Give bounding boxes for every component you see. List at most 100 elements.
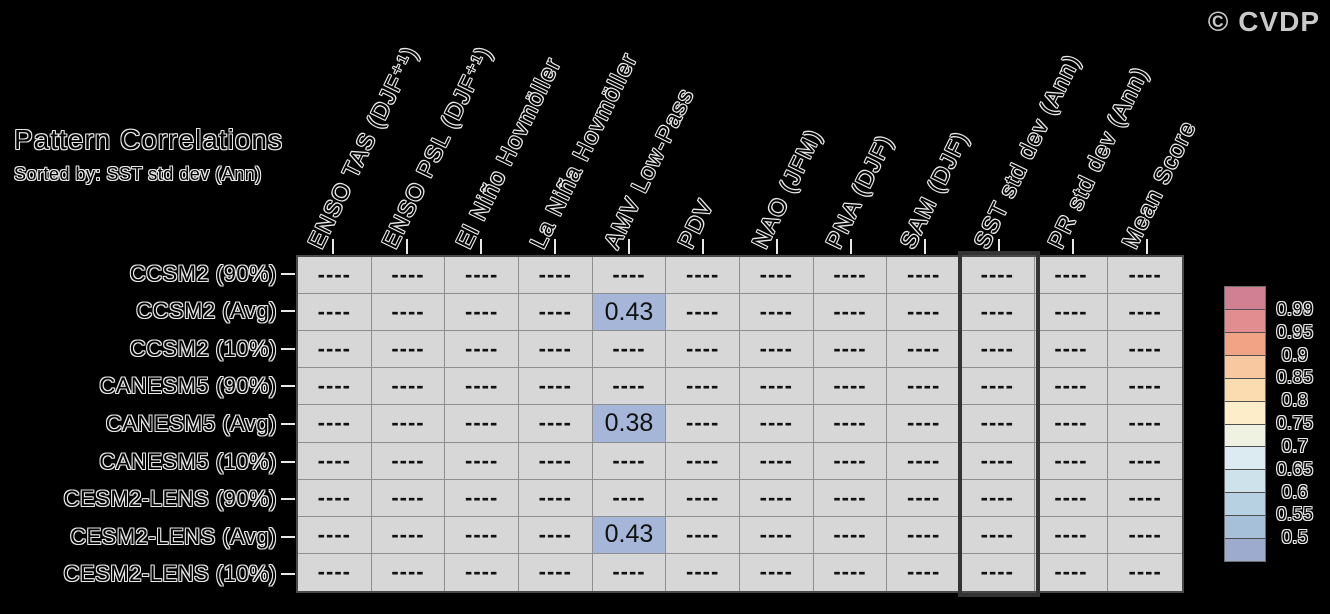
table-cell: ----	[739, 516, 814, 554]
table-cell: ----	[666, 368, 740, 406]
table-cell: ----	[445, 479, 519, 517]
value-cell: 0.43	[592, 294, 667, 332]
table-cell: ----	[592, 553, 667, 591]
table-cell: ----	[666, 516, 740, 554]
table-cell: ----	[960, 479, 1035, 517]
table-cell: ----	[298, 553, 372, 591]
table-cell: ----	[445, 331, 519, 369]
row-tick	[281, 423, 295, 425]
table-cell: ----	[739, 331, 814, 369]
table-cell: ----	[298, 442, 372, 480]
legend-tick-label: 0.75	[1276, 413, 1314, 433]
table-cell: ----	[1034, 553, 1109, 591]
column-tick	[702, 239, 704, 254]
legend-color-segment	[1225, 470, 1265, 494]
table-cell: ----	[1034, 331, 1109, 369]
table-cell: ----	[666, 405, 740, 443]
table-cell: ----	[1034, 368, 1109, 406]
table-cell: ----	[1108, 442, 1182, 480]
column-header: SAM (DJF)	[894, 126, 974, 253]
row-label: CANESM5 (Avg)	[105, 411, 277, 436]
legend-color-segment	[1225, 401, 1265, 425]
row-label: CCSM2 (90%)	[129, 260, 277, 286]
table-cell: ----	[813, 405, 888, 443]
table-cell: ----	[960, 294, 1035, 332]
row-label: CANESM5 (10%)	[99, 448, 277, 474]
legend-tick-label: 0.7	[1281, 435, 1309, 456]
table-cell: ----	[813, 331, 888, 369]
table-cell: ----	[518, 442, 593, 480]
table-cell: ----	[371, 331, 446, 369]
table-cell: ----	[445, 553, 519, 591]
table-cell: ----	[1034, 294, 1109, 332]
table-cell: ----	[1034, 479, 1109, 517]
table-cell: ----	[298, 294, 372, 332]
row-tick	[281, 498, 295, 501]
column-tick	[554, 239, 556, 254]
table-cell: ----	[813, 294, 888, 332]
legend-tick-label: 0.65	[1276, 458, 1314, 479]
table-cell: ----	[887, 405, 961, 443]
table-cell: ----	[371, 442, 446, 480]
table-cell: ----	[592, 479, 667, 517]
table-cell: ----	[666, 257, 740, 295]
table-cell: ----	[887, 294, 961, 332]
table-cell: ----	[887, 479, 961, 517]
column-tick	[628, 239, 630, 254]
table-cell: ----	[445, 442, 519, 480]
column-tick	[998, 239, 1000, 254]
table-cell: ----	[298, 257, 372, 295]
colorbar-legend	[1224, 286, 1266, 562]
value-cell: 0.43	[592, 516, 667, 554]
table-cell: ----	[371, 553, 446, 591]
table-cell: ----	[592, 257, 667, 295]
table-cell: ----	[739, 442, 814, 480]
table-cell: ----	[445, 405, 519, 443]
legend-color-segment	[1225, 378, 1265, 402]
table-cell: ----	[739, 405, 814, 443]
legend-color-segment	[1225, 447, 1265, 471]
table-cell: ----	[813, 553, 888, 591]
row-tick	[281, 573, 295, 576]
row-tick	[281, 347, 295, 350]
column-tick	[850, 239, 852, 254]
table-cell: ----	[887, 368, 961, 406]
table-cell: ----	[960, 516, 1035, 554]
table-cell: ----	[960, 553, 1035, 591]
table-cell: ----	[518, 257, 593, 295]
table-cell: ----	[1108, 516, 1182, 554]
table-cell: ----	[371, 368, 446, 406]
cvdp-copyright-watermark: © CVDP	[1207, 6, 1320, 37]
table-cell: ----	[887, 442, 961, 480]
column-tick	[1146, 239, 1148, 254]
table-cell: ----	[739, 479, 814, 517]
chart-title: Pattern Correlations	[14, 124, 284, 155]
table-cell: ----	[445, 294, 519, 332]
table-cell: ----	[813, 479, 888, 517]
table-cell: ----	[298, 479, 372, 517]
table-cell: ----	[298, 516, 372, 554]
column-tick	[1072, 239, 1074, 254]
table-cell: ----	[518, 294, 593, 332]
column-tick	[480, 239, 482, 254]
table-cell: ----	[739, 553, 814, 591]
legend-color-segment	[1225, 493, 1265, 517]
table-cell: ----	[739, 257, 814, 295]
table-cell: ----	[666, 553, 740, 591]
legend-tick-label: 0.8	[1281, 390, 1309, 411]
column-header: PNA (DJF)	[820, 130, 898, 253]
table-cell: ----	[960, 405, 1035, 443]
table-cell: ----	[887, 331, 961, 369]
legend-color-segment	[1225, 309, 1265, 333]
table-cell: ----	[592, 442, 667, 480]
value-cell: 0.38	[592, 405, 667, 443]
row-label: CESM2-LENS (10%)	[63, 561, 277, 587]
table-cell: ----	[445, 257, 519, 295]
table-cell: ----	[371, 479, 446, 517]
table-cell: ----	[813, 368, 888, 406]
legend-color-segment	[1225, 424, 1265, 448]
table-cell: ----	[666, 331, 740, 369]
row-tick	[281, 272, 295, 275]
table-cell: ----	[887, 553, 961, 591]
row-label: CESM2-LENS (90%)	[63, 486, 277, 512]
